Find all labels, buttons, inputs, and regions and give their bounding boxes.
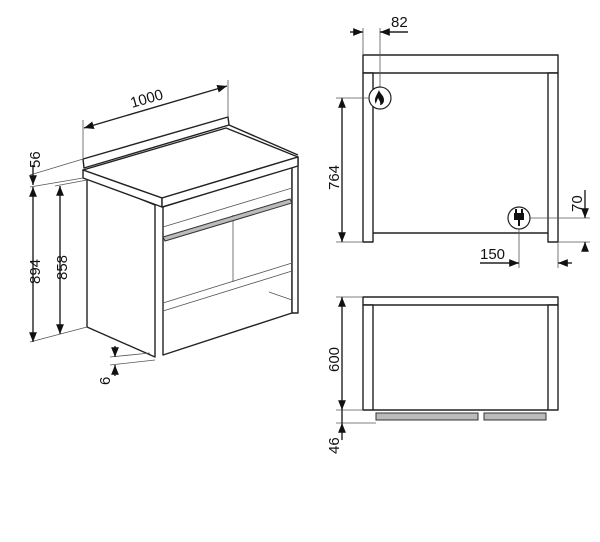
depth-label: 600 [326, 347, 343, 372]
right-panel [291, 157, 299, 314]
oven-door-handle [162, 198, 293, 242]
oven-rail-right [483, 412, 547, 421]
gas-offset-label: 82 [391, 14, 408, 31]
plug-height-label: 70 [569, 195, 586, 212]
side-panel [86, 176, 156, 358]
oven-rail-left [375, 412, 479, 421]
backsplash-height-label: 56 [27, 151, 44, 168]
foot-height-label: 6 [97, 377, 114, 385]
electric-plug-icon [507, 206, 531, 230]
total-height-label: 894 [27, 259, 44, 284]
worktop-height-label: 858 [54, 255, 71, 280]
depth-view: 600 46 [326, 296, 559, 454]
plug-offset-label: 150 [480, 246, 505, 263]
gas-flame-icon [368, 86, 392, 110]
rail-depth-label: 46 [326, 437, 343, 454]
rear-view: 82 764 70 150 [326, 14, 590, 268]
gas-height-label: 764 [326, 165, 343, 190]
perspective-view: 1000 56 894 858 6 [27, 80, 299, 385]
width-label: 1000 [128, 86, 165, 112]
